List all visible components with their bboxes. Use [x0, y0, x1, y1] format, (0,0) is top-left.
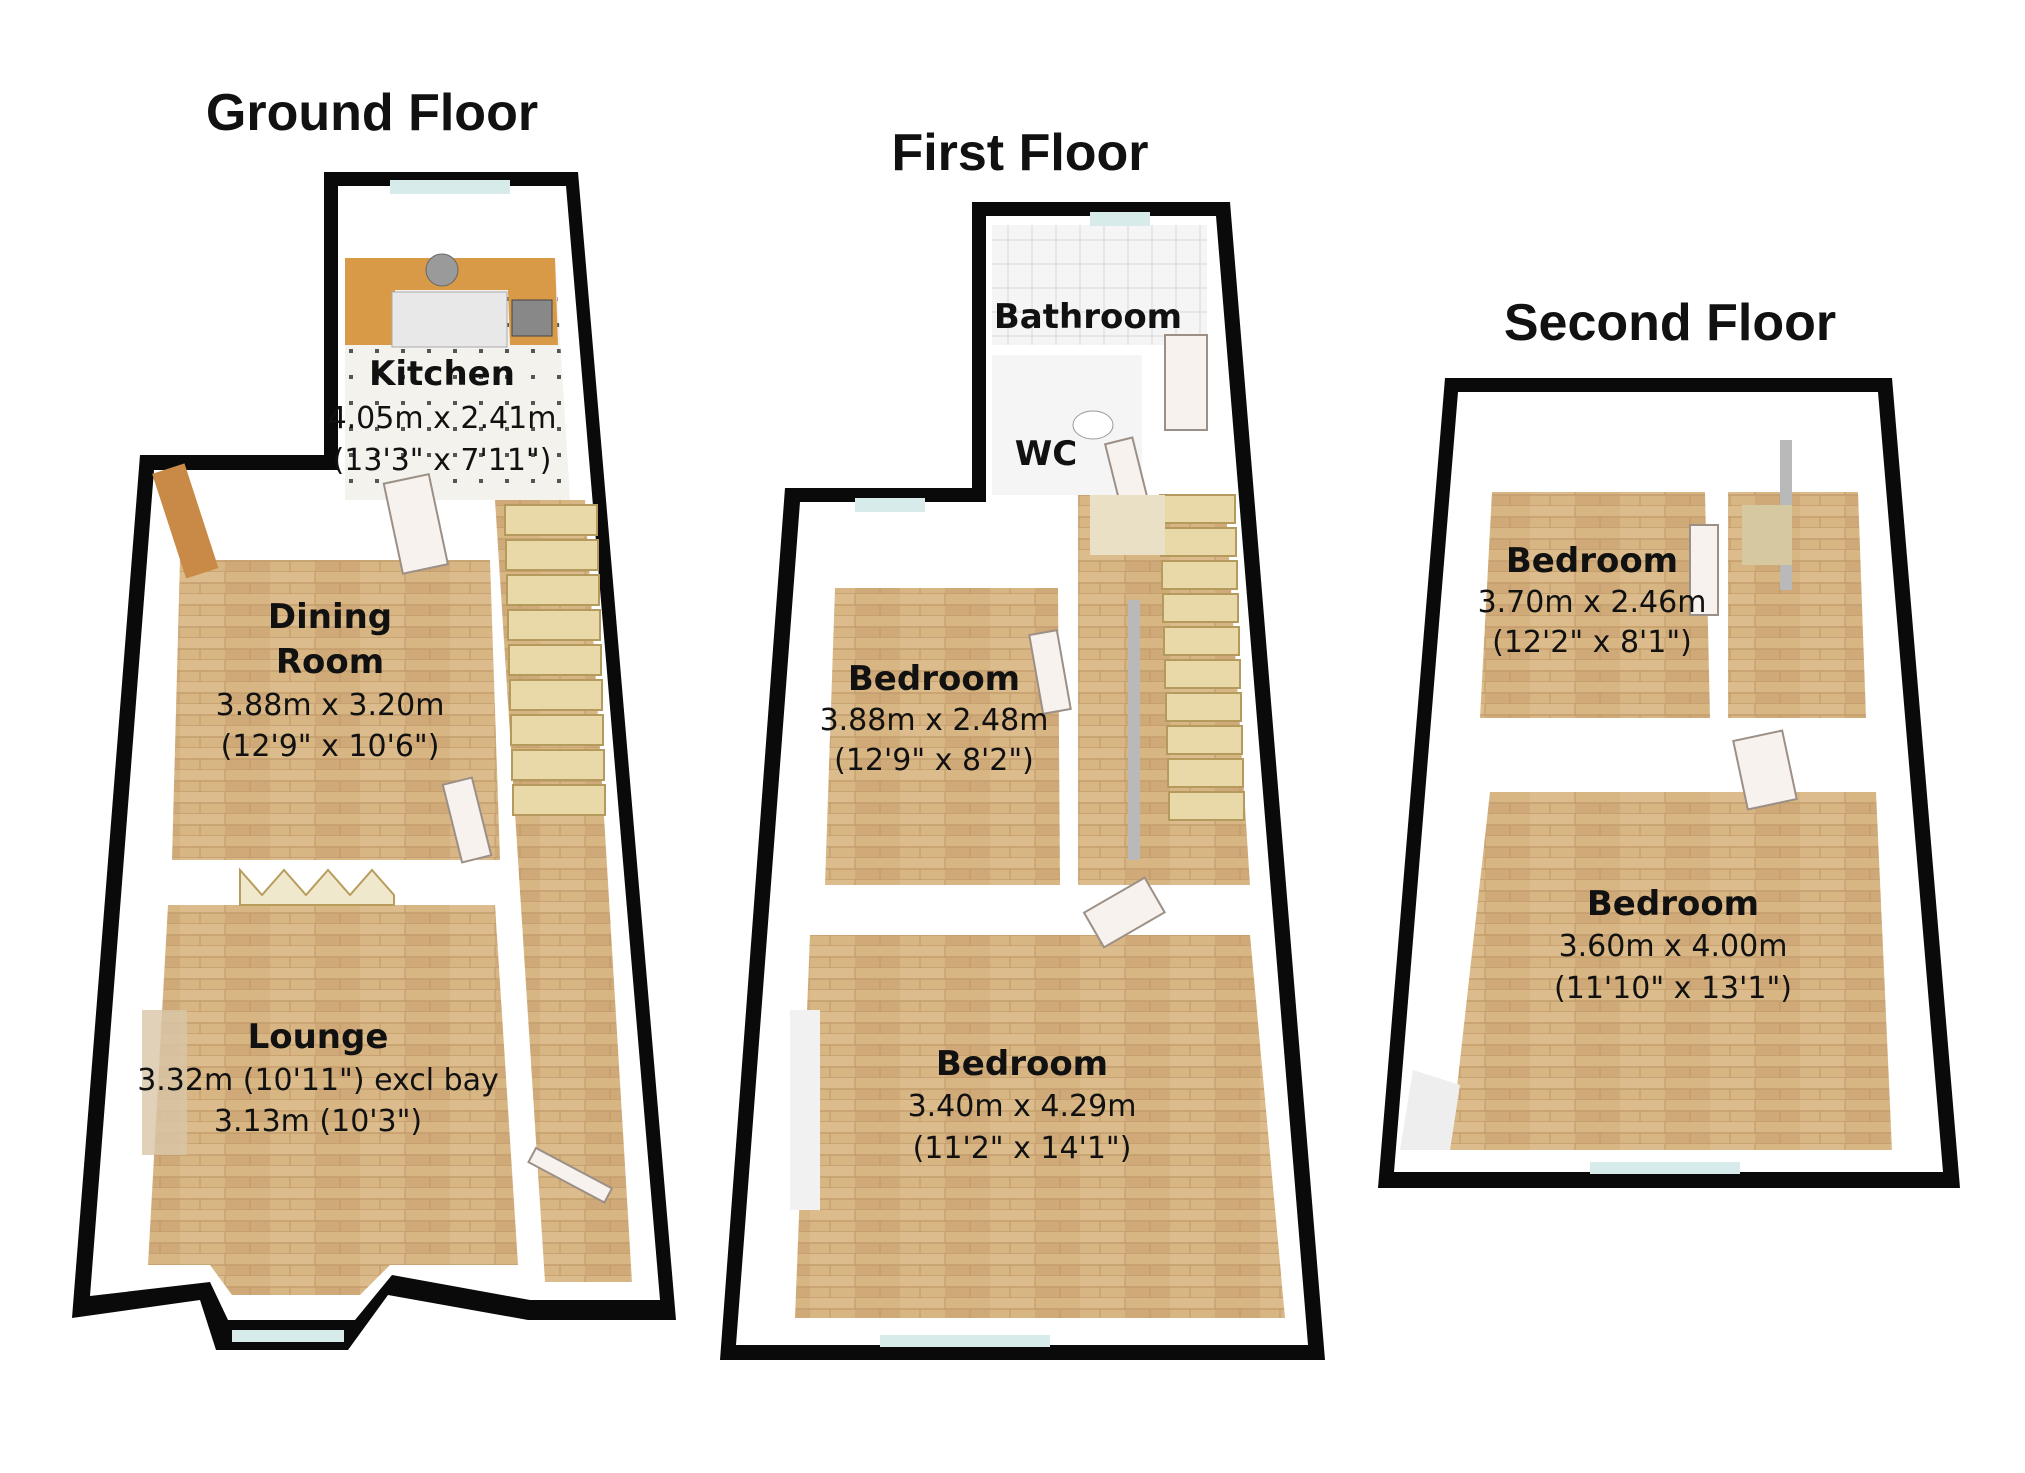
first-rear-bedroom-dim-metric: 3.88m x 2.48m [820, 703, 1049, 738]
first-floor: First Floor [720, 124, 1325, 1360]
lounge-dim-line1: 3.32m (10'11") excl bay [137, 1063, 499, 1098]
second-rear-bedroom-door [1689, 524, 1719, 616]
ground-floor-title: Ground Floor [206, 84, 538, 142]
first-rear-bedroom-door [1028, 629, 1072, 715]
hob-icon [511, 299, 553, 337]
second-front-bedroom-label: Bedroom [1587, 884, 1759, 924]
first-front-bedroom-dim-imperial: (11'2" x 14'1") [913, 1131, 1132, 1166]
first-landing [1090, 495, 1165, 555]
lounge-label: Lounge [248, 1017, 389, 1057]
first-stairs [1159, 494, 1245, 821]
fireplace [142, 1010, 187, 1155]
first-front-bedroom-label: Bedroom [936, 1044, 1108, 1084]
second-floor-title: Second Floor [1504, 294, 1836, 352]
first-rear-bedroom-label: Bedroom [848, 659, 1020, 699]
bay-window [232, 1330, 344, 1342]
bathroom-door [1164, 334, 1208, 431]
first-front-wardrobe [790, 1010, 820, 1210]
front-door [527, 1146, 614, 1204]
bifold-doors [239, 867, 395, 906]
second-rear-bedroom-label: Bedroom [1506, 541, 1678, 581]
first-front-bedroom-dim-metric: 3.40m x 4.29m [908, 1089, 1137, 1124]
bathroom-window [1090, 212, 1150, 226]
first-banister [1128, 600, 1140, 860]
second-rear-bedroom-dim-metric: 3.70m x 2.46m [1478, 585, 1707, 620]
second-rear-bedroom-dim-imperial: (12'2" x 8'1") [1492, 625, 1692, 660]
dining-room-floor [172, 560, 500, 860]
lounge-dim-line2: 3.13m (10'3") [214, 1104, 422, 1139]
first-bedroom-rear-floor [825, 588, 1060, 885]
second-floor: Second Floor Bedroom 3.70m x 2.46m (12'2… [1378, 294, 1960, 1188]
ground-stairs [504, 504, 606, 816]
first-rear-window [855, 498, 925, 512]
second-bedroom-front-floor [1450, 792, 1892, 1150]
second-front-bedroom-door [1732, 729, 1798, 811]
second-bedroom-rear-floor [1480, 492, 1710, 718]
kitchen-dim-imperial: (13'3" x 7'11") [333, 443, 552, 478]
wc-label: WC [1015, 434, 1077, 474]
kitchen-dim-metric: 4.05m x 2.41m [328, 401, 557, 436]
second-front-window [1590, 1162, 1740, 1174]
dining-label-line1: Dining [268, 597, 392, 637]
lounge-floor [148, 905, 518, 1295]
kitchen-label: Kitchen [369, 354, 515, 394]
hall-door [441, 776, 493, 864]
bathroom-label: Bathroom [994, 297, 1182, 337]
dining-door-2 [382, 472, 450, 575]
kitchen-unit [391, 291, 508, 348]
first-front-bedroom-door [1082, 876, 1167, 949]
second-front-bedroom-dim-imperial: (11'10" x 13'1") [1554, 971, 1792, 1006]
kitchen-window [390, 180, 510, 194]
dining-door [152, 463, 219, 579]
dining-label-line2: Room [276, 642, 384, 682]
first-rear-bedroom-dim-imperial: (12'9" x 8'2") [834, 743, 1034, 778]
kitchen-worktop [345, 258, 558, 345]
sink-icon [425, 253, 459, 287]
basin-icon [1072, 410, 1114, 440]
second-front-alcove [1400, 1070, 1460, 1150]
first-bedroom-front-floor [795, 935, 1285, 1318]
first-front-window [880, 1335, 1050, 1347]
dining-dim-imperial: (12'9" x 10'6") [221, 729, 440, 764]
second-front-bedroom-dim-metric: 3.60m x 4.00m [1559, 929, 1788, 964]
second-stair-top [1742, 505, 1792, 565]
dining-dim-metric: 3.88m x 3.20m [216, 688, 445, 723]
ground-floor: Ground Floor [72, 84, 676, 1350]
first-floor-title: First Floor [891, 124, 1148, 182]
bathroom-floor [992, 225, 1207, 345]
